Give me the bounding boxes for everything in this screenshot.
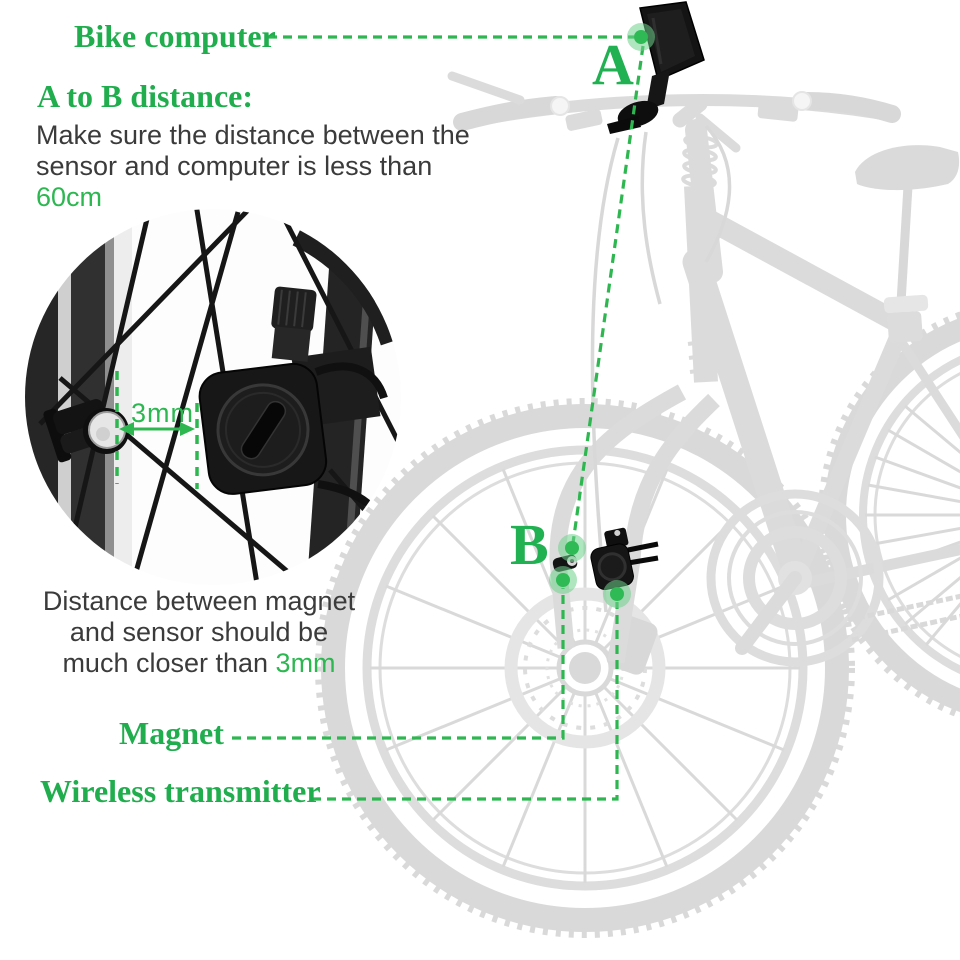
inset-gap-value: 3mm (131, 398, 194, 428)
left-brake-lever (447, 71, 525, 105)
bike-computer-label: Bike computer (74, 18, 276, 54)
magnet-instruction-line3: much closer than (62, 648, 276, 678)
chain-bottom (851, 613, 960, 643)
marker-a: A (592, 32, 634, 97)
computer-dot (627, 23, 655, 51)
faded-bike (315, 71, 960, 938)
left-grip (453, 96, 565, 131)
magnet-instruction-line2: and sensor should be (69, 617, 329, 647)
saddle (855, 145, 960, 191)
fork-leg-left (549, 384, 687, 649)
brake-caliper (606, 615, 658, 675)
rear-wheel (818, 311, 960, 719)
annotation-dots (549, 23, 655, 608)
wireless-sensor-device (590, 527, 659, 591)
fork-stanchion (684, 185, 718, 383)
left-shifter (565, 109, 603, 131)
gap-arrow-left-head (119, 422, 134, 436)
rear-spokes (865, 384, 960, 646)
magnet-gap-value: 3mm (275, 648, 336, 678)
bike-computer-device (607, 1, 705, 134)
computer-mount-arm (646, 70, 670, 110)
seat-stay (898, 339, 960, 440)
grip-collar-left (550, 96, 570, 116)
point-b-dot (558, 534, 586, 562)
seat-collar (883, 294, 929, 314)
top-tube (691, 205, 919, 339)
wireless-callout-line (312, 602, 619, 801)
a-to-b-line (571, 45, 645, 544)
front-hub (569, 652, 601, 684)
magnet-dot (549, 566, 577, 594)
seat-tube (788, 325, 908, 584)
disc-rotor (504, 587, 666, 749)
grip-collar-right (792, 91, 812, 111)
crankset (706, 489, 960, 667)
frame (682, 119, 960, 590)
magnet-instruction-line1: Distance between magnet (42, 586, 356, 616)
gap-arrow-right-head (180, 422, 195, 436)
a-to-b-heading: A to B distance: (37, 78, 253, 114)
inset-magnifier (25, 209, 401, 585)
head-tube (685, 119, 723, 283)
wireless-transmitter-label: Wireless transmitter (40, 773, 321, 809)
stem (672, 96, 708, 128)
fork-boot (687, 338, 719, 374)
annotations (232, 35, 645, 801)
chain-stay (794, 544, 960, 590)
right-shifter (757, 102, 799, 122)
a-to-b-instruction-line1: Make sure the distance between the (36, 120, 470, 150)
marker-b: B (510, 512, 549, 577)
cables (590, 124, 732, 613)
a-to-b-distance-value: 60cm (36, 182, 103, 212)
front-wheel (315, 398, 855, 938)
inset-measurement-annotation (115, 371, 199, 489)
magnet-callout-line (232, 588, 565, 740)
right-grip (797, 92, 901, 123)
magnet-label: Magnet (119, 715, 224, 751)
down-tube (682, 248, 811, 589)
right-brake-lever (695, 113, 741, 153)
a-to-b-instruction-line2: sensor and computer is less than (36, 151, 433, 181)
bar (462, 94, 900, 128)
transmitter-dot (603, 580, 631, 608)
coil-spring (681, 134, 719, 189)
handlebar (447, 71, 901, 153)
inset-sensor (198, 286, 388, 528)
inset-rim-bands (25, 209, 132, 585)
seat-post (894, 181, 913, 341)
